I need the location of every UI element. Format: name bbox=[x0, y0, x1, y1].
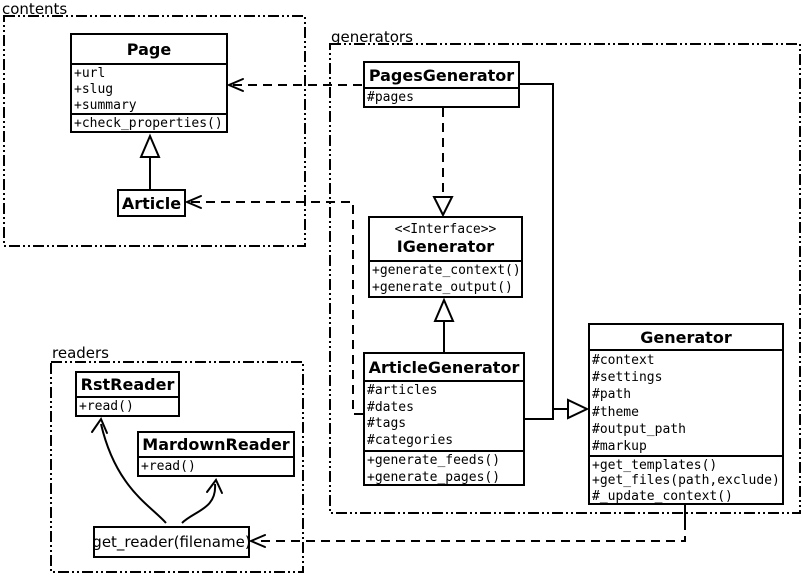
hollow-triangle-icon bbox=[567, 398, 590, 420]
package-label-readers: readers bbox=[52, 344, 109, 362]
member-line: +generate_context() bbox=[372, 263, 521, 278]
member-line: +summary bbox=[74, 98, 137, 113]
member-line: #context bbox=[592, 353, 655, 368]
member-line: +slug bbox=[74, 82, 114, 97]
class-title: PagesGenerator bbox=[368, 65, 515, 85]
methods-section: +get_templates()+get_files(path,exclude)… bbox=[590, 455, 782, 503]
class-title: Page bbox=[126, 39, 172, 59]
edge-getreader-rstreader bbox=[100, 423, 167, 524]
member-line: #markup bbox=[592, 439, 647, 455]
member-line: #_update_context() bbox=[592, 488, 733, 503]
class-title: <<Interface>> IGenerator bbox=[370, 218, 521, 260]
attributes-section: #pages bbox=[365, 87, 518, 106]
member-line: #theme bbox=[592, 404, 639, 420]
class-box-markdownreader: MardownReader +read() bbox=[137, 431, 295, 477]
member-line: #settings bbox=[592, 370, 663, 386]
hollow-triangle-icon bbox=[433, 297, 455, 322]
methods-section: +read() bbox=[139, 456, 293, 475]
attributes-section: #context #settings#path#theme#output_path… bbox=[590, 349, 782, 455]
interface-stereotype: <<Interface>> bbox=[394, 222, 497, 237]
member-line: +url bbox=[74, 66, 106, 81]
member-line: +generate_output() bbox=[372, 279, 513, 295]
class-box-article: Article bbox=[117, 189, 186, 217]
methods-section: +generate_context()+generate_output() bbox=[370, 260, 521, 296]
member-line: +read() bbox=[141, 459, 196, 474]
member-line: #categories bbox=[367, 432, 454, 448]
member-line: +generate_feeds() bbox=[367, 453, 501, 468]
edge-getreader-markdownreader bbox=[181, 483, 217, 524]
package-label-generators: generators bbox=[331, 28, 413, 46]
package-border-generators bbox=[329, 43, 801, 514]
class-box-rstreader: RstReader +read() bbox=[75, 371, 180, 417]
hollow-triangle-icon bbox=[432, 196, 454, 218]
class-title: Article bbox=[121, 193, 182, 213]
hollow-triangle-icon bbox=[139, 133, 161, 158]
function-label: get_reader(filename) bbox=[92, 533, 251, 551]
attributes-section: +url+slug+summary bbox=[72, 63, 226, 113]
edge-articlegenerator-article bbox=[191, 201, 363, 415]
member-line: #pages bbox=[367, 90, 414, 105]
member-line: #tags bbox=[367, 416, 407, 431]
member-line: +generate_pages() bbox=[367, 469, 501, 485]
member-line: +get_files(path,exclude) bbox=[592, 473, 780, 489]
class-title: Generator bbox=[640, 327, 732, 347]
class-box-articlegenerator: ArticleGenerator #articles#dates#tags#ca… bbox=[363, 352, 525, 486]
class-box-page: Page +url+slug+summary +check_properties… bbox=[70, 33, 228, 133]
methods-section: +generate_feeds()+generate_pages() bbox=[365, 450, 523, 484]
member-line: #articles bbox=[367, 383, 438, 398]
class-title: MardownReader bbox=[142, 435, 290, 454]
member-line: +check_properties() bbox=[74, 116, 223, 131]
edge-pagesgenerator-generator bbox=[520, 83, 554, 420]
package-border-contents bbox=[3, 15, 306, 247]
class-box-igenerator: <<Interface>> IGenerator +generate_conte… bbox=[368, 216, 523, 298]
methods-section: +read() bbox=[77, 396, 178, 415]
function-box-getreader: get_reader(filename) bbox=[92, 526, 251, 558]
package-border-readers bbox=[50, 361, 304, 573]
member-line: #path bbox=[592, 387, 632, 403]
open-arrowhead-icon bbox=[226, 78, 244, 92]
class-box-pagesgenerator: PagesGenerator #pages bbox=[363, 61, 520, 108]
open-arrowhead-icon bbox=[206, 478, 223, 494]
open-arrowhead-icon bbox=[91, 416, 108, 434]
package-label-contents: contents bbox=[2, 0, 68, 18]
open-arrowhead-icon bbox=[184, 195, 202, 209]
class-title-text: IGenerator bbox=[396, 237, 495, 256]
member-line: +read() bbox=[79, 399, 134, 414]
open-arrowhead-icon bbox=[248, 534, 266, 548]
member-line: #dates bbox=[367, 399, 414, 415]
class-box-generator: Generator #context #settings#path#theme#o… bbox=[588, 323, 784, 505]
class-title: ArticleGenerator bbox=[368, 357, 520, 377]
attributes-section: #articles#dates#tags#categories bbox=[365, 380, 523, 450]
methods-section: +check_properties() bbox=[72, 113, 226, 131]
member-line: +get_templates() bbox=[592, 458, 718, 473]
member-line: #output_path bbox=[592, 421, 686, 437]
edge-generator-getreader bbox=[255, 521, 686, 542]
class-title: RstReader bbox=[80, 375, 175, 394]
